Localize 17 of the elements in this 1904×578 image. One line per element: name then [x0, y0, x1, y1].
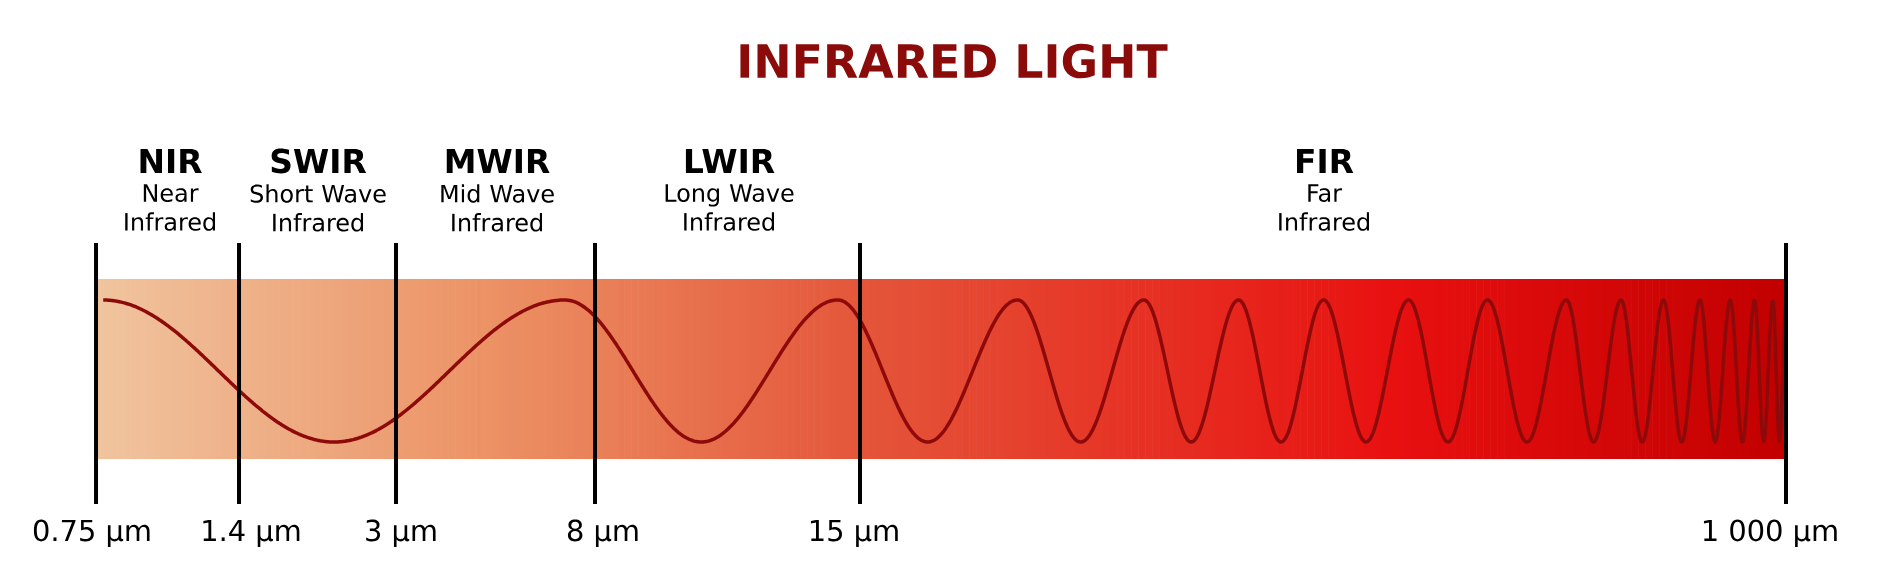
band-name: SWIR	[271, 148, 367, 174]
wavelength-label: 1 000 µm	[1703, 519, 1837, 547]
band-description: Mid Wave Infrared	[441, 184, 554, 232]
wavelength-label: 0.75 µm	[33, 519, 150, 547]
band-description: Long Wave Infrared	[665, 184, 794, 231]
wavelength-label: 8 µm	[567, 519, 638, 547]
wavelength-label: 15 µm	[810, 519, 898, 547]
band-name: LWIR	[685, 149, 775, 173]
band-description: Near Infrared	[125, 184, 215, 231]
band-name: NIR	[140, 149, 202, 173]
title: INFRARED LIGHT	[740, 43, 1168, 79]
wavelength-label: 1.4 µm	[203, 519, 300, 547]
band-description: Short Wave Infrared	[250, 184, 386, 232]
band-description: Far Infrared	[1279, 184, 1369, 231]
band-name: MWIR	[446, 149, 550, 173]
band-name: FIR	[1297, 149, 1354, 173]
wavelength-label: 3 µm	[366, 519, 436, 547]
